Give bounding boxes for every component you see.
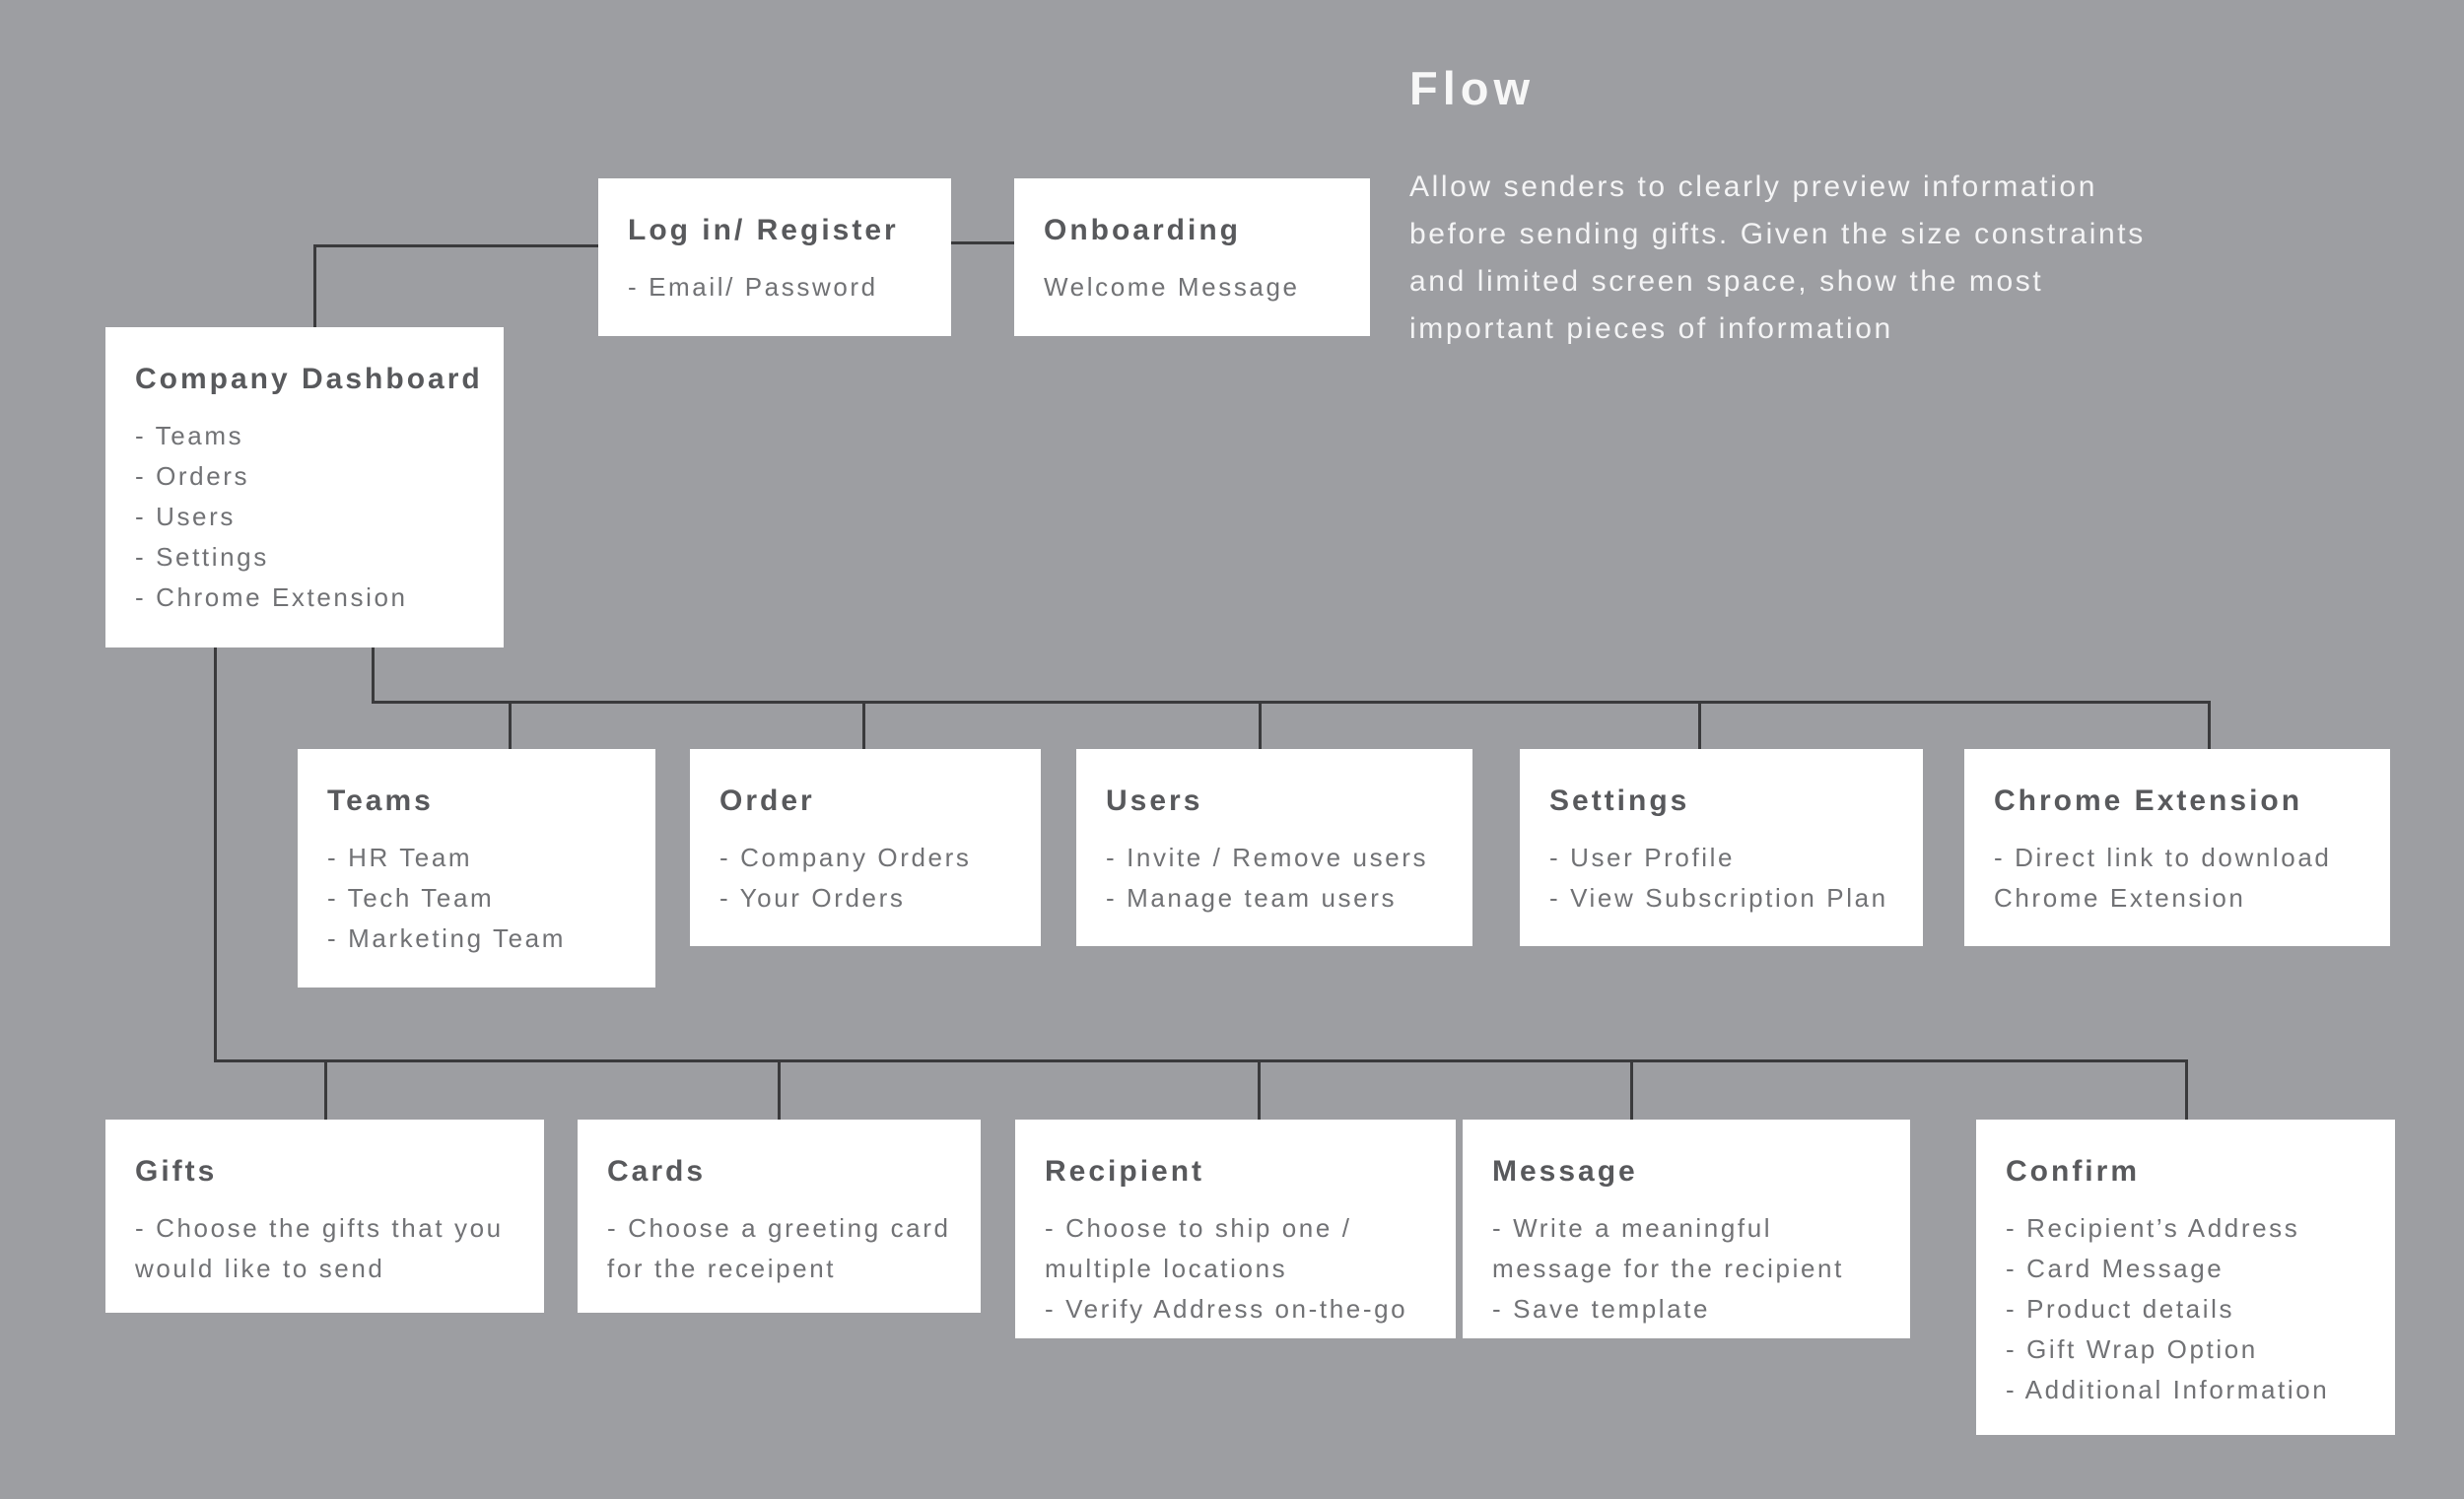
node-line: - Recipient’s Address — [2006, 1213, 2300, 1243]
node-chrome-extension: Chrome Extension - Direct link to downlo… — [1964, 749, 2390, 946]
node-line: - Verify Address on-the-go — [1045, 1294, 1408, 1324]
flow-description-line: Allow senders to clearly preview informa… — [1409, 170, 2097, 203]
node-message: Message - Write a meaningful message for… — [1463, 1120, 1910, 1338]
node-cards: Cards - Choose a greeting card for the r… — [578, 1120, 981, 1313]
node-gifts: Gifts - Choose the gifts that you would … — [105, 1120, 544, 1313]
connector-row2-drop-teams — [509, 701, 512, 751]
node-line: - Gift Wrap Option — [2006, 1334, 2258, 1364]
node-line: - Company Orders — [719, 843, 972, 872]
node-company-dashboard: Company Dashboard - Teams - Orders - Use… — [105, 327, 504, 647]
node-line: - Card Message — [2006, 1254, 2224, 1283]
node-title: Recipient — [1045, 1155, 1205, 1188]
node-line: - Choose a greeting card — [607, 1213, 951, 1243]
node-line: - Settings — [135, 542, 269, 572]
node-line: - Teams — [135, 421, 244, 450]
connector-row2-rail — [372, 701, 2211, 704]
connector-row3-stem — [214, 647, 217, 1062]
node-line: - Manage team users — [1106, 883, 1398, 913]
page-title: Flow — [1409, 62, 1536, 114]
node-line: - Save template — [1492, 1294, 1711, 1324]
node-line: Welcome Message — [1044, 272, 1300, 302]
node-line: - Users — [135, 502, 236, 531]
connector-row2-stem — [372, 647, 375, 704]
node-line: multiple locations — [1045, 1254, 1288, 1283]
connector-row3-drop-message — [1630, 1059, 1633, 1122]
node-line: - Invite / Remove users — [1106, 843, 1429, 872]
node-line: - HR Team — [327, 843, 473, 872]
node-title: Cards — [607, 1155, 707, 1188]
node-title: Users — [1106, 784, 1203, 817]
connector-row3-drop-gifts — [324, 1059, 327, 1122]
connector-login-to-onboarding — [951, 241, 1014, 244]
node-line: - Product details — [2006, 1294, 2235, 1324]
connector-dashboard-to-login-vertical — [313, 244, 316, 329]
node-title: Log in/ Register — [628, 214, 899, 246]
node-line: - Additional Information — [2006, 1375, 2330, 1404]
node-title: Confirm — [2006, 1155, 2140, 1188]
flow-description-line: before sending gifts. Given the size con… — [1409, 218, 2146, 250]
node-order: Order - Company Orders - Your Orders — [690, 749, 1041, 946]
flow-description: Allow senders to clearly preview informa… — [1409, 164, 2146, 353]
node-line: - Tech Team — [327, 883, 495, 913]
connector-row2-drop-settings — [1698, 701, 1701, 751]
node-line: - Your Orders — [719, 883, 906, 913]
node-line: for the receipent — [607, 1254, 837, 1283]
node-line: message for the recipient — [1492, 1254, 1844, 1283]
connector-row2-drop-order — [862, 701, 865, 751]
node-line: - Write a meaningful — [1492, 1213, 1773, 1243]
node-onboarding: Onboarding Welcome Message — [1014, 178, 1370, 336]
node-line: - Chrome Extension — [135, 582, 408, 612]
node-line: - Orders — [135, 461, 250, 491]
node-line: Chrome Extension — [1994, 883, 2246, 913]
node-title: Order — [719, 784, 815, 817]
flow-description-line: important pieces of information — [1409, 312, 1893, 345]
node-title: Gifts — [135, 1155, 218, 1188]
connector-row2-drop-users — [1259, 701, 1262, 751]
node-title: Onboarding — [1044, 214, 1241, 246]
connector-row3-drop-cards — [778, 1059, 781, 1122]
node-line: would like to send — [135, 1254, 385, 1283]
connector-row3-drop-confirm — [2185, 1059, 2188, 1122]
connector-row2-drop-chrome — [2208, 701, 2211, 751]
node-title: Company Dashboard — [135, 363, 483, 395]
node-users: Users - Invite / Remove users - Manage t… — [1076, 749, 1472, 946]
node-line: - User Profile — [1549, 843, 1736, 872]
node-line: - View Subscription Plan — [1549, 883, 1888, 913]
node-recipient: Recipient - Choose to ship one / multipl… — [1015, 1120, 1456, 1338]
node-title: Chrome Extension — [1994, 784, 2303, 817]
node-settings: Settings - User Profile - View Subscript… — [1520, 749, 1923, 946]
connector-row3-rail — [214, 1059, 2188, 1062]
node-login-register: Log in/ Register - Email/ Password — [598, 178, 951, 336]
node-title: Settings — [1549, 784, 1690, 817]
connector-row3-drop-recipient — [1258, 1059, 1261, 1122]
node-line: - Email/ Password — [628, 272, 878, 302]
node-line: - Marketing Team — [327, 923, 566, 953]
node-title: Teams — [327, 784, 434, 817]
node-title: Message — [1492, 1155, 1638, 1188]
node-teams: Teams - HR Team - Tech Team - Marketing … — [298, 749, 655, 988]
node-confirm: Confirm - Recipient’s Address - Card Mes… — [1976, 1120, 2395, 1435]
node-line: - Choose to ship one / — [1045, 1213, 1352, 1243]
node-line: - Direct link to download — [1994, 843, 2332, 872]
connector-dashboard-to-login-horizontal — [313, 244, 599, 247]
flow-description-line: and limited screen space, show the most — [1409, 265, 2044, 298]
node-line: - Choose the gifts that you — [135, 1213, 504, 1243]
